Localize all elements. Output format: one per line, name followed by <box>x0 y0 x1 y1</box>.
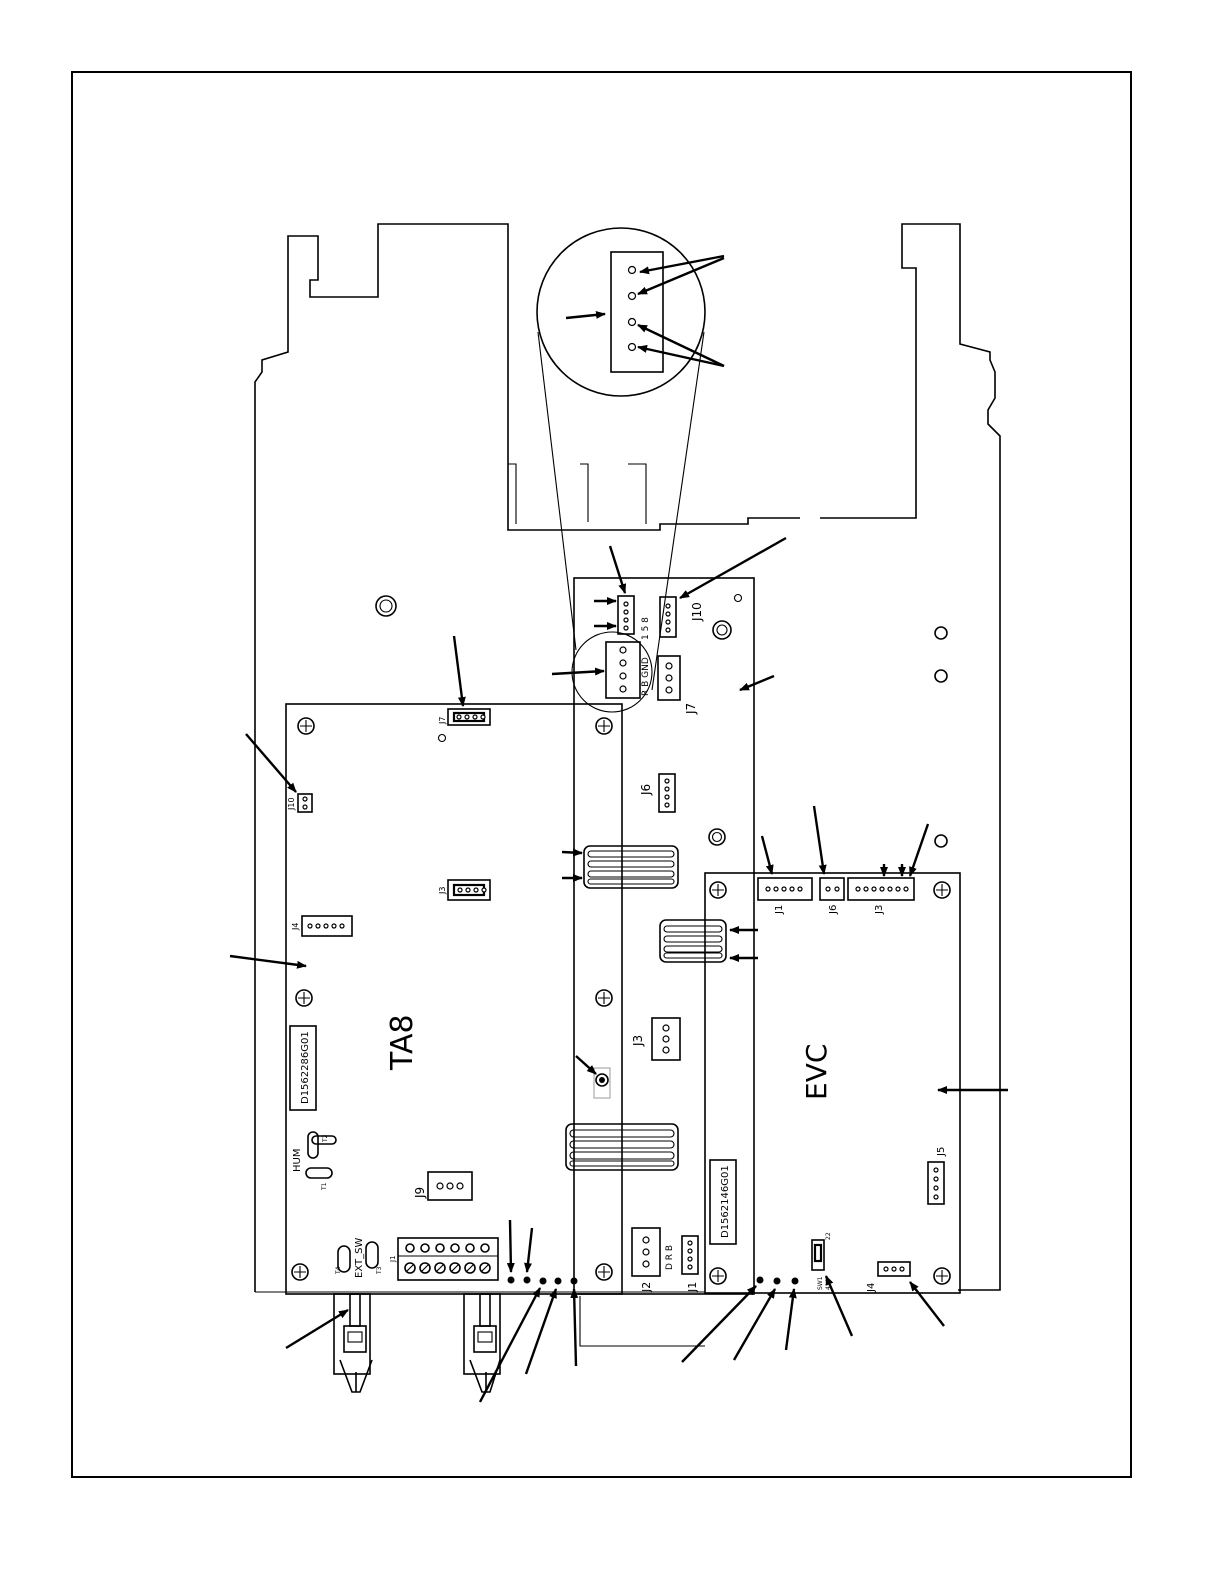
magnified-detail <box>537 228 705 712</box>
evc-sw1-num-label: 22 <box>825 1232 832 1240</box>
ta8-j10-label: J10 <box>287 797 296 811</box>
evc-sw1-label: SW1 <box>817 1276 824 1290</box>
evc-j5-label: J5 <box>936 1147 947 1157</box>
evc-j1-label: J1 <box>774 905 785 915</box>
evc-part-number: D1562146G01 <box>720 1165 731 1238</box>
ta8-board-name: TA8 <box>385 1014 420 1071</box>
ta8-part-number: D1562286G01 <box>300 1031 311 1104</box>
chassis-outline <box>255 224 1000 1346</box>
ta8-board: J7 J10 J3 J4 D1562286G01 TA8 <box>286 704 678 1294</box>
ta8-hum-label: HUM <box>292 1149 303 1172</box>
middle-j3-label: J3 <box>631 1035 645 1047</box>
middle-j2-label: J2 <box>640 1282 653 1293</box>
evc-board: J1 J6 J3 EVC J5 D1562146G01 SW1 410 22 J… <box>705 873 960 1293</box>
evc-j6-label: J6 <box>828 905 839 915</box>
ta8-j9-label: J9 <box>413 1187 427 1199</box>
ta8-t3-label: T3 <box>376 1266 383 1275</box>
ta8-j4-label: J4 <box>291 923 300 931</box>
ta8-t2-label: T2 <box>322 1134 329 1143</box>
evc-board-name: EVC <box>800 1044 833 1100</box>
ta8-j7-label: J7 <box>438 717 447 725</box>
evc-j3-label: J3 <box>874 905 885 915</box>
ta8-j3-label: J3 <box>438 887 447 895</box>
ta8-ext-sw-label: EXT_SW <box>354 1238 365 1278</box>
ta8-j1-label: J1 <box>389 1255 397 1263</box>
middle-j2-pins-label: D R B <box>665 1245 675 1270</box>
callout-arrows <box>230 256 1008 1402</box>
middle-j7-pins-label: R B GND <box>641 657 651 696</box>
modular-plug-left <box>334 1294 372 1392</box>
evc-j4-label: J4 <box>866 1283 877 1293</box>
middle-j10-pins-label: 1 5 8 <box>641 617 651 640</box>
ta8-t1-label: T1 <box>321 1182 328 1191</box>
modular-plug-right <box>464 1294 500 1392</box>
middle-j10-label: J10 <box>690 602 704 622</box>
middle-j7-label: J7 <box>684 703 698 715</box>
middle-j6-label: J6 <box>639 784 653 796</box>
middle-j1-label: J1 <box>686 1282 699 1293</box>
page-border <box>72 72 1131 1477</box>
